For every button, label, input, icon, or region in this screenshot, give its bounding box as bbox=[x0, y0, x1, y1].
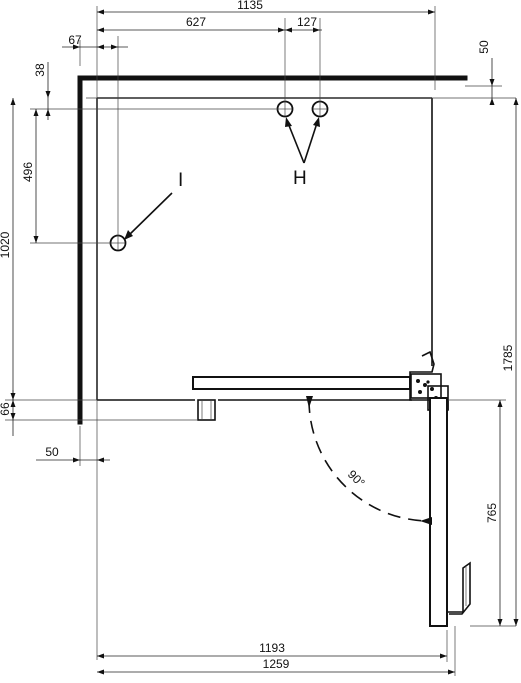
outlet-h-left bbox=[276, 100, 294, 118]
dimension-arrows bbox=[10, 9, 519, 675]
dim-bottom-left: 50 bbox=[45, 445, 59, 459]
dim-left-small: 38 bbox=[33, 63, 47, 77]
extension-lines bbox=[5, 6, 516, 676]
door-swing-arc bbox=[308, 399, 431, 522]
outlet-h-right bbox=[311, 100, 329, 118]
panel-foot bbox=[197, 399, 216, 421]
dim-left-offset: 67 bbox=[68, 33, 82, 47]
dim-right-top: 50 bbox=[477, 40, 491, 54]
dim-top-left: 627 bbox=[186, 15, 206, 29]
dim-top-gap: 127 bbox=[297, 15, 317, 29]
door-angle-label: 90° bbox=[345, 467, 368, 490]
walls bbox=[77, 75, 468, 425]
dim-right-door: 765 bbox=[485, 503, 499, 523]
enclosure-outline bbox=[96, 97, 433, 401]
dim-left-mid: 496 bbox=[21, 162, 35, 182]
dim-left-tall: 1020 bbox=[0, 231, 12, 258]
door-panel bbox=[429, 397, 448, 627]
dimension-lines bbox=[12, 11, 517, 673]
dim-right-tall: 1785 bbox=[501, 344, 515, 371]
dim-left-bottom: 66 bbox=[0, 402, 12, 416]
dimension-labels: 1135 627 127 67 50 38 496 1020 1785 66 5… bbox=[0, 0, 515, 671]
arc-arrow-start bbox=[306, 396, 313, 408]
fixed-glass-panel bbox=[192, 376, 411, 390]
leader-lines bbox=[124, 117, 320, 240]
outlets-h-label: H bbox=[293, 168, 307, 189]
dim-bottom-inner: 1193 bbox=[259, 641, 285, 655]
dim-bottom-total: 1259 bbox=[263, 657, 290, 671]
inlet-i-label: I bbox=[178, 170, 183, 191]
dim-top-total: 1135 bbox=[237, 0, 263, 12]
outlet-i bbox=[109, 234, 127, 252]
door-handle bbox=[447, 561, 471, 615]
arc-arrow-end bbox=[420, 517, 432, 525]
